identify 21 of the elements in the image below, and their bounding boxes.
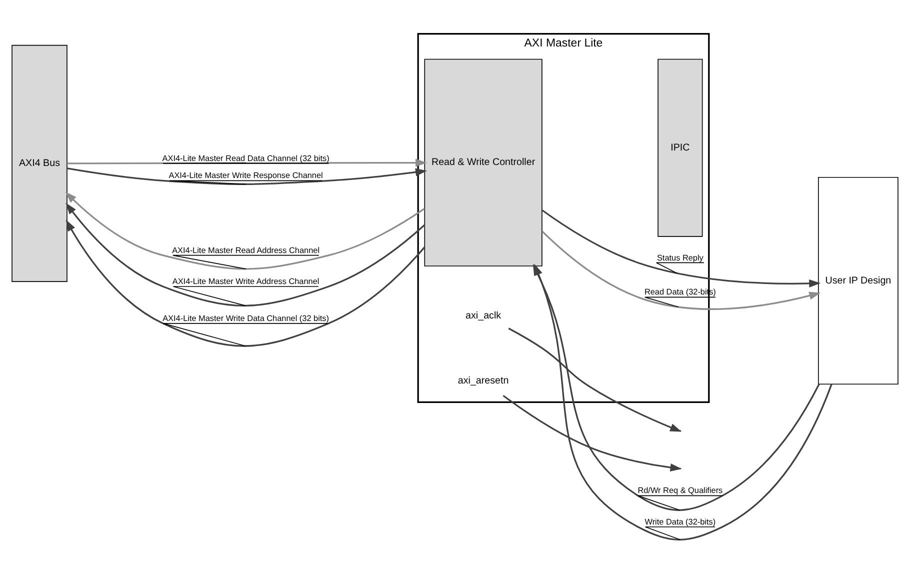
edge-label: AXI4-Lite Master Read Address Channel xyxy=(172,246,320,255)
node-box: IPIC xyxy=(658,58,703,237)
edge-label: AXI4-Lite Master Write Data Channel (32 bits) xyxy=(162,314,330,323)
arrow xyxy=(66,158,428,167)
arrow xyxy=(65,192,425,270)
edge-label: Write Data (32-bits) xyxy=(644,517,716,526)
arrow xyxy=(542,210,821,288)
node-text: axi_aresetn xyxy=(458,375,509,386)
edge-label: Status Reply xyxy=(656,253,704,262)
arrow xyxy=(66,202,426,306)
node-text: axi_aclk xyxy=(466,310,502,322)
node-box: User IP Design xyxy=(818,177,898,385)
arrow xyxy=(542,230,821,310)
edge-label: AXI4-Lite Master Write Address Channel xyxy=(172,277,320,286)
arrow xyxy=(66,220,426,347)
node-box: Read & Write Controller xyxy=(424,58,542,266)
arrow xyxy=(66,167,428,186)
node-box: AXI4 Bus xyxy=(12,44,68,282)
edge-label: Rd/Wr Req & Qualifiers xyxy=(638,486,723,496)
edge-label: AXI4-Lite Master Read Data Channel (32 bits) xyxy=(162,154,330,163)
edge-label: AXI4-Lite Master Write Response Channel xyxy=(168,171,323,180)
